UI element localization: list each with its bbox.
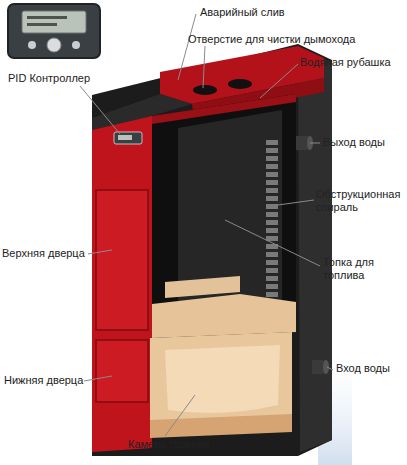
part-label: Нижняя дверца bbox=[4, 374, 104, 387]
leader-line bbox=[327, 367, 333, 370]
controller-knob bbox=[47, 38, 61, 52]
pid-controller-picture bbox=[8, 4, 100, 58]
fuel-tray bbox=[165, 276, 240, 298]
top-opening bbox=[228, 79, 252, 89]
cutaway-cavity bbox=[152, 94, 296, 338]
panel-controller-display bbox=[118, 135, 132, 140]
part-label: Выход воды bbox=[323, 136, 405, 149]
leader-line bbox=[84, 376, 112, 381]
part-label: Аварийный слив bbox=[200, 6, 350, 19]
controller-button bbox=[28, 41, 36, 49]
part-label: Топка для топлива bbox=[323, 256, 401, 282]
left-front-panel bbox=[92, 116, 152, 452]
firebox-floor bbox=[152, 294, 296, 338]
chamber-front-cut bbox=[150, 414, 292, 438]
part-label: Верхняя дверца bbox=[2, 247, 102, 260]
part-label: Камера горения bbox=[128, 438, 258, 451]
leader-line bbox=[260, 64, 298, 98]
boiler-right-side bbox=[298, 48, 332, 452]
leader-line bbox=[178, 14, 196, 80]
part-label: Отверстие для чистки дымохода bbox=[188, 33, 403, 46]
combustion-chamber bbox=[150, 332, 292, 426]
controller-display-text bbox=[27, 16, 67, 19]
part-label: Обструкционная спираль bbox=[316, 188, 406, 214]
water-jacket-cut bbox=[152, 94, 296, 124]
controller-body bbox=[8, 4, 100, 58]
part-label: PID Контроллер bbox=[8, 72, 118, 85]
leader-line bbox=[165, 395, 195, 436]
controller-button bbox=[72, 41, 80, 49]
leader-line bbox=[203, 46, 205, 88]
combustion-bowl bbox=[165, 345, 280, 413]
panel-controller bbox=[114, 132, 142, 144]
controller-display-text bbox=[27, 23, 57, 26]
part-label: Водяная рубашка bbox=[300, 56, 405, 69]
leader-line bbox=[225, 220, 320, 266]
leader-line bbox=[310, 143, 320, 144]
obstruction-spiral bbox=[266, 140, 278, 300]
leader-line bbox=[88, 250, 112, 254]
leader-line bbox=[278, 200, 314, 205]
leader-lines bbox=[80, 14, 333, 436]
leader-line bbox=[80, 86, 120, 134]
upper-door bbox=[96, 190, 148, 330]
top-opening bbox=[193, 85, 217, 95]
boiler-back-frame bbox=[92, 44, 332, 456]
lower-door bbox=[96, 340, 148, 402]
boiler-illustration bbox=[92, 44, 332, 456]
part-label: Вход воды bbox=[336, 362, 406, 375]
controller-display bbox=[22, 11, 86, 33]
